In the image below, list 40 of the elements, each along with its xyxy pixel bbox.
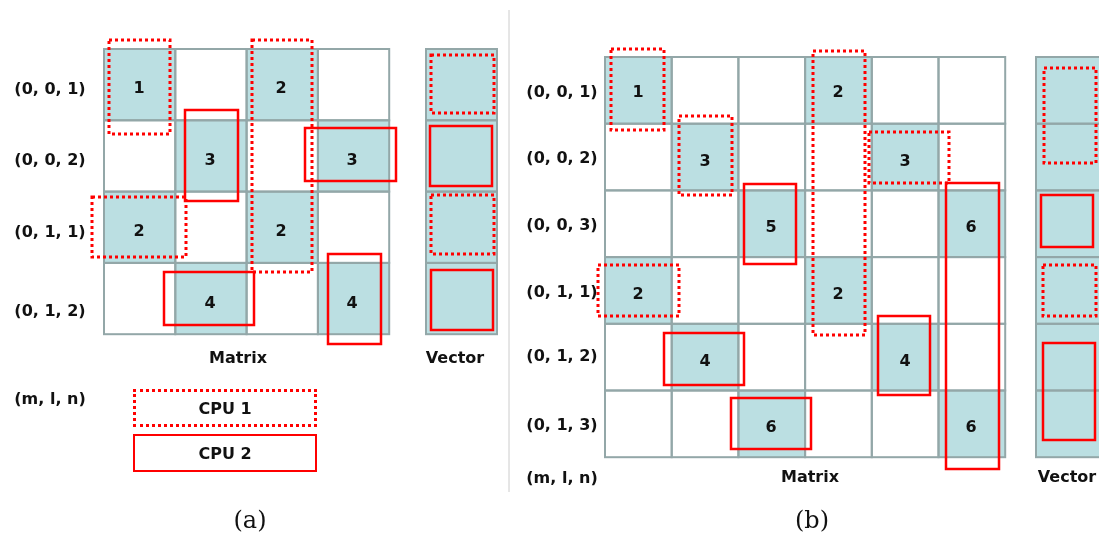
axis-title: Vector — [425, 347, 485, 367]
row-label: (0, 0, 1) — [526, 81, 598, 101]
legend-key: CPU 2 — [133, 434, 317, 472]
axis-title: Matrix — [208, 347, 268, 367]
cell-value: 4 — [699, 350, 711, 370]
cell-value: 2 — [275, 77, 287, 97]
row-label: (0, 0, 3) — [526, 214, 598, 234]
row-label: (0, 1, 2) — [526, 345, 598, 365]
cell-value: 2 — [275, 220, 287, 240]
cell-value: 3 — [899, 150, 911, 170]
index-label: (m, l, n) — [14, 388, 86, 408]
cell-value: 4 — [204, 292, 216, 312]
panel-caption: (b) — [794, 506, 830, 534]
cell-value: 2 — [832, 283, 844, 303]
row-label: (0, 1, 1) — [14, 221, 86, 241]
axis-title: Vector — [1037, 466, 1097, 486]
row-label: (0, 0, 1) — [14, 78, 86, 98]
cell-value: 6 — [965, 216, 977, 236]
row-label: (0, 0, 2) — [526, 147, 598, 167]
cell-value: 3 — [204, 149, 216, 169]
row-label: (0, 1, 1) — [526, 281, 598, 301]
axis-title: Matrix — [780, 466, 840, 486]
cell-value: 5 — [765, 216, 777, 236]
row-label: (0, 1, 2) — [14, 300, 86, 320]
cell-value: 1 — [133, 77, 145, 97]
cell-value: 4 — [899, 350, 911, 370]
cell-value: 3 — [699, 150, 711, 170]
cell-value: 2 — [133, 220, 145, 240]
legend-key: CPU 1 — [133, 389, 317, 427]
index-label: (m, l, n) — [526, 467, 598, 487]
row-label: (0, 1, 3) — [526, 414, 598, 434]
cell-value: 1 — [632, 81, 644, 101]
cell-value: 2 — [832, 81, 844, 101]
cell-value: 6 — [965, 416, 977, 436]
cell-value: 4 — [346, 292, 358, 312]
cell-value: 6 — [765, 416, 777, 436]
cell-value: 2 — [632, 283, 644, 303]
panel-caption: (a) — [233, 506, 267, 534]
row-label: (0, 0, 2) — [14, 149, 86, 169]
cell-value: 3 — [346, 149, 358, 169]
